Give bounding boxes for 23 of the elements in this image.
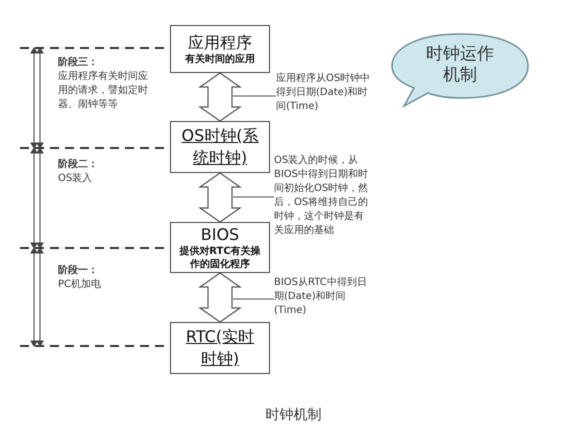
stage-heading: 阶段二： [58,158,99,172]
process-box [170,222,270,273]
process-box [170,322,270,374]
box-subtitle: 提供对RTC有关操作的固化程序 [178,244,262,270]
box-title: 应用程序 [188,32,252,52]
box-title: BIOS [200,224,240,244]
caption: 时钟机制 [266,406,322,425]
stage-heading: 阶段一： [58,264,99,278]
stage-description: OS装入 [58,172,94,186]
leader-line [232,298,274,300]
box-title: OS时钟(系统时钟) [180,125,260,169]
double-block-arrow [198,272,242,323]
box-title: RTC(实时时钟) [184,326,256,370]
process-box [170,25,270,73]
double-block-arrow [198,172,242,223]
stage-description: 应用程序有关时间应用的请求，譬如定时器、闹钟等等 [58,70,149,112]
leader-line [232,196,274,198]
double-block-arrow [198,72,242,122]
process-box [170,121,270,173]
stage-heading: 阶段三： [58,56,99,70]
box-subtitle: 有关时间的应用 [185,52,255,66]
stage-description: PC机加电 [58,278,102,292]
bubble-text: 时钟运作机制 [425,44,495,86]
